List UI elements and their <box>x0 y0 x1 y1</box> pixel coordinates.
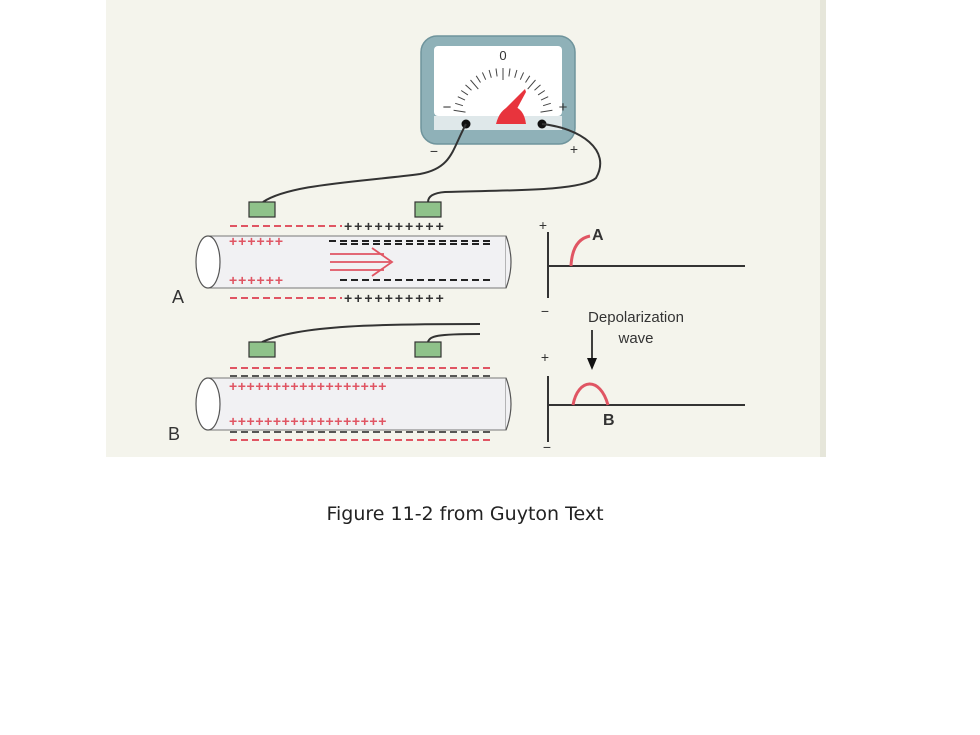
meter-tick <box>495 68 498 77</box>
meter-zero-label: 0 <box>499 48 506 63</box>
graph-a-deflection <box>569 234 591 267</box>
meter-tick <box>481 72 487 80</box>
meter-plus-label: + <box>559 99 568 116</box>
meter-tick <box>460 90 469 96</box>
meter-tick <box>519 72 525 80</box>
meter-tick <box>453 109 466 113</box>
galvanometer: 0 − + − + <box>420 35 578 159</box>
meter-tick <box>488 69 492 78</box>
meter-tick <box>514 69 518 78</box>
depolarization-label-line1: Depolarization <box>588 309 684 326</box>
lead-plus-label: + <box>570 141 578 157</box>
meter-face <box>434 46 562 116</box>
graph-b-minus: − <box>543 439 551 455</box>
axon-b-body <box>207 377 507 431</box>
meter-minus-label: − <box>443 99 452 116</box>
graph-b: + − B <box>541 349 745 455</box>
axon-b-inner-top-plus: ++++++++++++++++++ <box>229 378 387 394</box>
meter-tick <box>508 68 511 77</box>
meter-tick <box>455 102 464 107</box>
meter-tick <box>540 96 549 101</box>
graph-a-peak-label: A <box>592 227 604 244</box>
wire-b <box>261 323 481 343</box>
depolarization-arrow-head <box>587 358 597 370</box>
axon-b-inner-bottom-plus: ++++++++++++++++++ <box>229 413 387 429</box>
meter-tick <box>540 109 553 113</box>
meter-tick <box>527 79 536 90</box>
graph-a: + − A <box>539 217 745 319</box>
meter-scale-ticks <box>453 68 553 113</box>
axon-a-right-cap <box>505 235 512 289</box>
graph-b-plus: + <box>541 349 549 365</box>
figure-caption: Figure 11-2 from Guyton Text <box>326 503 604 525</box>
wire-plus-a <box>427 123 602 203</box>
axon-b-right-cap <box>505 377 512 431</box>
axon-a-outer-top-plus: ++++++++++ <box>344 218 446 234</box>
axon-b-left-end <box>195 377 221 431</box>
meter-tick <box>465 84 472 91</box>
meter-tick <box>542 102 551 107</box>
depolarization-arrows <box>330 247 394 277</box>
meter-tick <box>537 90 546 96</box>
depolarization-label-line2: wave <box>617 330 653 347</box>
axon-a: ++++++++++ ++++++++++ ++++++ ++++++ A <box>172 201 512 307</box>
axon-a-left-end <box>195 235 221 289</box>
graph-a-minus: − <box>541 303 549 319</box>
panel-a-label: A <box>172 287 184 307</box>
graph-b-peak-label: B <box>603 412 615 429</box>
electrode-a-left <box>248 201 276 218</box>
axon-a-inner-bottom-plus: ++++++ <box>229 272 284 288</box>
graph-b-deflection <box>571 382 610 406</box>
meter-tick <box>525 75 531 83</box>
meter-tick <box>470 79 479 90</box>
electrode-b-right <box>414 341 442 358</box>
meter-tick <box>475 75 481 83</box>
panel-b-label: B <box>168 424 180 444</box>
wire-minus-a <box>262 123 467 203</box>
figure-panel-right-edge <box>820 0 826 457</box>
lead-minus-label: − <box>430 143 438 159</box>
wire-b-right <box>427 333 481 343</box>
axon-b: ++++++++++++++++++ ++++++++++++++++++ B <box>168 341 512 444</box>
meter-needle-hub <box>496 106 526 124</box>
axon-a-outer-bottom-plus: ++++++++++ <box>344 290 446 306</box>
axon-a-inner-top-plus: ++++++ <box>229 233 284 249</box>
meter-tick <box>457 96 466 101</box>
electrode-a-right <box>414 201 442 218</box>
electrode-b-left <box>248 341 276 358</box>
graph-a-plus: + <box>539 217 547 233</box>
meter-tick <box>534 84 541 91</box>
